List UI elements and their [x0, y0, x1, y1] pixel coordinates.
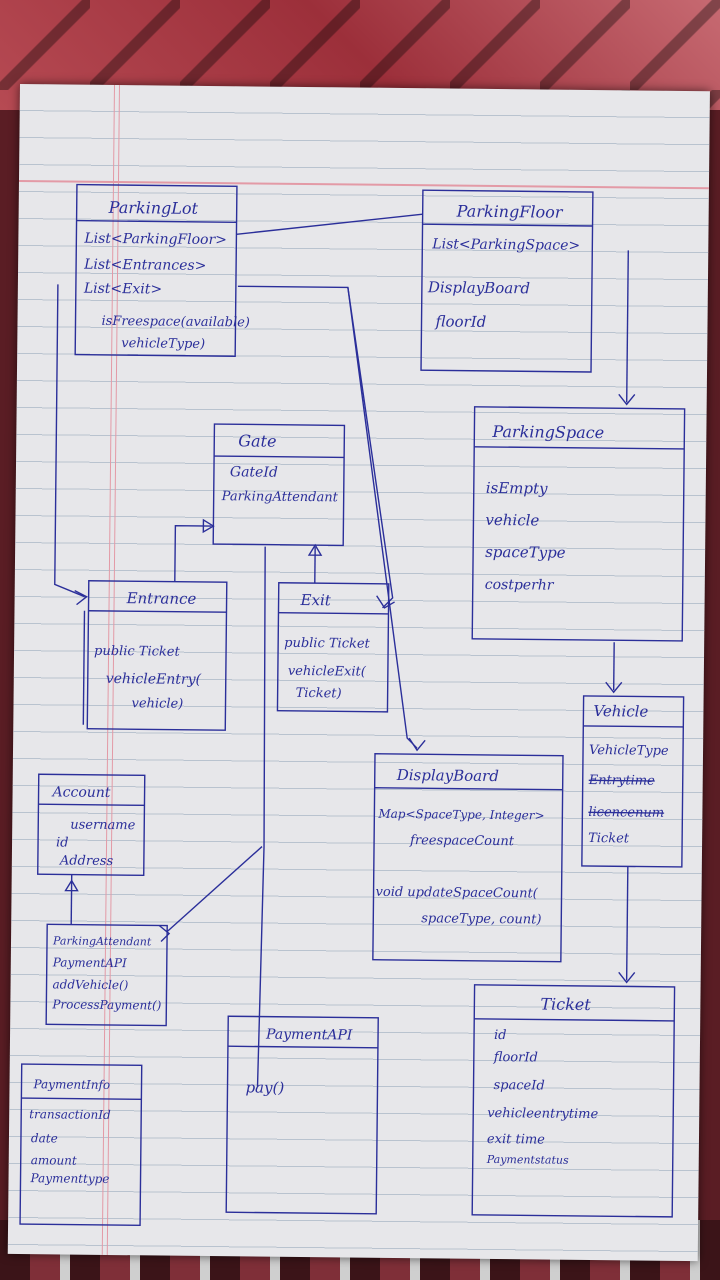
- parking-attendant-field: PaymentAPI: [52, 955, 127, 970]
- parking-lot-field: List<Exit>: [83, 281, 162, 298]
- parking-lot-field: List<ParkingFloor>: [83, 231, 227, 249]
- account-field: Address: [59, 853, 114, 869]
- parking-floor-title: ParkingFloor: [456, 202, 564, 222]
- ticket-field: exit time: [487, 1132, 545, 1148]
- ticket-field: spaceId: [493, 1078, 544, 1094]
- entrance-title: Entrance: [126, 589, 197, 608]
- vehicle-field: Ticket: [588, 831, 630, 846]
- exit-method: Ticket): [296, 686, 342, 701]
- class-diagram: ParkingLot List<ParkingFloor> List<Entra…: [19, 183, 686, 1227]
- ticket-box: [471, 984, 676, 1218]
- parking-attendant-box: [45, 923, 168, 1027]
- vehicle-field: Entrytime: [588, 773, 656, 789]
- payment-info-title: PaymentInfo: [32, 1077, 110, 1092]
- parking-space-field: isEmpty: [486, 479, 548, 498]
- entrance-method: vehicleEntry(: [106, 671, 202, 688]
- entrance-box: [86, 580, 228, 731]
- display-board-field: Map<SpaceType, Integer>: [377, 807, 544, 823]
- parking-attendant-field: addVehicle(): [52, 977, 128, 992]
- parking-space-field: vehicle: [485, 511, 539, 530]
- display-board-method: spaceType, count): [421, 911, 541, 927]
- exit-method: public Ticket: [284, 636, 371, 652]
- parking-lot-field: List<Entrances>: [83, 257, 206, 274]
- parking-attendant-title: ParkingAttendant: [52, 934, 152, 948]
- account-field: username: [70, 818, 136, 834]
- notebook-page: ParkingLot List<ParkingFloor> List<Entra…: [7, 84, 710, 1262]
- vehicle-field: VehicleType: [589, 743, 669, 759]
- account-title: Account: [51, 784, 111, 801]
- payment-info-field: amount: [31, 1153, 77, 1167]
- ticket-title: Ticket: [540, 995, 591, 1015]
- ticket-field: vehicleentrytime: [487, 1106, 598, 1122]
- ticket-field: id: [494, 1028, 507, 1043]
- payment-api-method: pay(): [245, 1078, 284, 1096]
- payment-api-title: PaymentAPI: [265, 1027, 353, 1044]
- payment-info-field: date: [31, 1131, 58, 1145]
- parking-floor-field: DisplayBoard: [427, 278, 530, 297]
- entrance-method: public Ticket: [94, 644, 181, 660]
- ticket-field: Paymentstatus: [486, 1153, 569, 1167]
- payment-info-field: transactionId: [29, 1107, 111, 1122]
- vehicle-title: Vehicle: [593, 702, 648, 721]
- entrance-method: vehicle): [131, 696, 183, 712]
- payment-api-box: [225, 1015, 379, 1215]
- display-board-field: freespaceCount: [409, 833, 515, 849]
- display-board-title: DisplayBoard: [396, 766, 499, 785]
- parking-space-box: [471, 406, 686, 642]
- gate-title: Gate: [238, 431, 276, 450]
- gate-field: ParkingAttendant: [221, 489, 339, 505]
- parking-space-title: ParkingSpace: [491, 422, 604, 442]
- ticket-field: floorId: [493, 1050, 538, 1065]
- vehicle-box: [581, 695, 685, 868]
- exit-box: [276, 582, 390, 713]
- parking-floor-field: floorId: [434, 312, 486, 331]
- payment-info-field: Paymenttype: [29, 1171, 109, 1186]
- parking-floor-box: [420, 189, 594, 373]
- account-field: id: [56, 835, 69, 850]
- payment-info-box: [19, 1063, 143, 1227]
- exit-method: vehicleExit(: [288, 664, 367, 680]
- vehicle-field: licencenum: [588, 805, 664, 821]
- parking-space-field: costperhr: [485, 577, 555, 594]
- gate-box: [212, 423, 346, 547]
- display-board-method: void updateSpaceCount(: [375, 885, 538, 902]
- account-box: [37, 773, 146, 877]
- parking-space-field: spaceType: [485, 543, 566, 562]
- display-board-box: [372, 753, 564, 963]
- parking-lot-method: isFreespace(available): [101, 314, 250, 331]
- parking-floor-field: List<ParkingSpace>: [431, 236, 580, 254]
- exit-title: Exit: [300, 591, 332, 609]
- parking-lot-box: [74, 183, 238, 357]
- parking-lot-method: vehicleType): [121, 336, 205, 352]
- parking-attendant-field: ProcessPayment(): [51, 997, 161, 1012]
- gate-field: GateId: [230, 464, 278, 481]
- parking-lot-title: ParkingLot: [108, 198, 199, 218]
